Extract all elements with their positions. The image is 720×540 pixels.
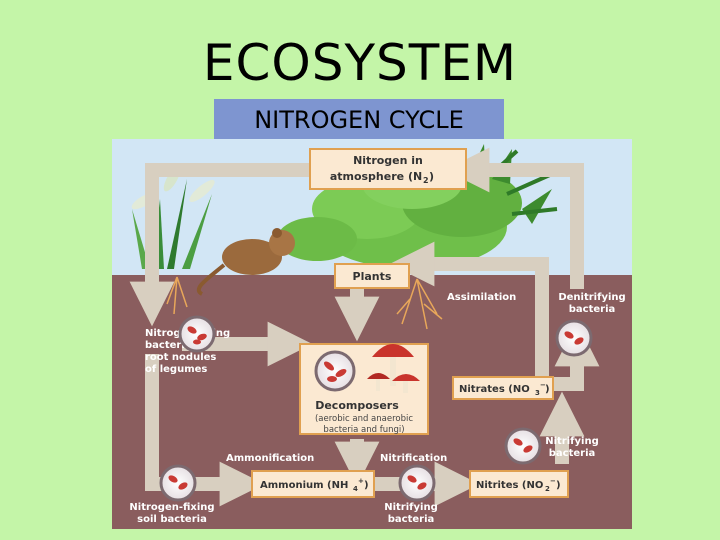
label-nitrifying-bottom: Nitrifying bacteria: [384, 502, 438, 525]
rodent: [196, 228, 295, 296]
svg-text:Decomposers: Decomposers: [315, 399, 399, 412]
svg-text:root nodules: root nodules: [145, 352, 216, 363]
svg-text:−: −: [540, 381, 546, 389]
box-atmosphere: Nitrogen in atmosphere (N 2 ): [309, 148, 467, 190]
bacteria-icon-nfix-soil: [159, 464, 197, 502]
label-nfix-soil: Nitrogen-fixing soil bacteria: [129, 502, 214, 525]
svg-text:Plants: Plants: [353, 270, 392, 283]
mushroom-icon: [367, 344, 420, 393]
svg-text:Nitrifying: Nitrifying: [384, 502, 438, 513]
bacteria-icon-nodules: [178, 315, 216, 353]
svg-text:Denitrifying: Denitrifying: [558, 292, 625, 303]
svg-text:Ammonium (NH: Ammonium (NH: [260, 480, 348, 491]
svg-text:Nitrates (NO: Nitrates (NO: [459, 384, 530, 395]
page-title: ECOSYSTEM: [202, 34, 518, 92]
svg-text:2: 2: [545, 485, 550, 493]
box-nitrites: Nitrites (NO 2 − ): [469, 470, 569, 498]
bacteria-icon-denitrifying: [555, 319, 593, 357]
page-subtitle: NITROGEN CYCLE: [214, 99, 504, 139]
nitrogen-cycle-diagram: Nitrogen in atmosphere (N 2 ) Plants Ass…: [112, 139, 632, 529]
svg-text:): ): [545, 384, 550, 395]
svg-text:3: 3: [535, 389, 540, 397]
box-nitrates: Nitrates (NO 3 − ): [452, 376, 554, 400]
box-decomposers: Decomposers (aerobic and anaerobic bacte…: [299, 343, 429, 435]
cycle-arrows: [129, 147, 600, 507]
svg-text:Nitrites (NO: Nitrites (NO: [476, 480, 543, 491]
box-plants: Plants: [334, 263, 410, 289]
svg-text:bacteria: bacteria: [388, 514, 435, 525]
svg-text:4: 4: [353, 485, 358, 493]
svg-text:bacteria: bacteria: [569, 304, 616, 315]
svg-text:Nitrogen in: Nitrogen in: [353, 154, 423, 167]
svg-text:of legumes: of legumes: [145, 364, 207, 375]
label-nitrification: Nitrification: [380, 453, 447, 464]
svg-text:+: +: [358, 477, 364, 485]
box-ammonium: Ammonium (NH 4 + ): [251, 470, 375, 498]
svg-text:−: −: [550, 477, 556, 485]
svg-text:2: 2: [423, 176, 429, 185]
svg-text:Nitrifying: Nitrifying: [545, 436, 599, 447]
svg-text:): ): [429, 170, 434, 183]
bacteria-icon-decomposers: [314, 350, 356, 392]
svg-text:soil bacteria: soil bacteria: [137, 514, 207, 525]
svg-text:Nitrogen-fixing: Nitrogen-fixing: [129, 502, 214, 513]
svg-text:bacteria: bacteria: [549, 448, 596, 459]
label-assimilation: Assimilation: [447, 292, 516, 303]
svg-text:): ): [556, 480, 561, 491]
bacteria-icon-nitrifying-bottom: [398, 464, 436, 502]
svg-text:(aerobic and anaerobic: (aerobic and anaerobic: [315, 414, 413, 424]
label-denitrifying: Denitrifying bacteria: [558, 292, 625, 315]
svg-text:atmosphere (N: atmosphere (N: [330, 170, 422, 183]
label-ammonification: Ammonification: [226, 453, 314, 464]
svg-text:bacteria and fungi): bacteria and fungi): [323, 425, 404, 435]
svg-text:): ): [364, 480, 369, 491]
bacteria-icon-nitrifying-right: [504, 427, 542, 465]
svg-text:bacteria in: bacteria in: [145, 340, 206, 351]
label-nitrifying-right: Nitrifying bacteria: [545, 436, 599, 459]
